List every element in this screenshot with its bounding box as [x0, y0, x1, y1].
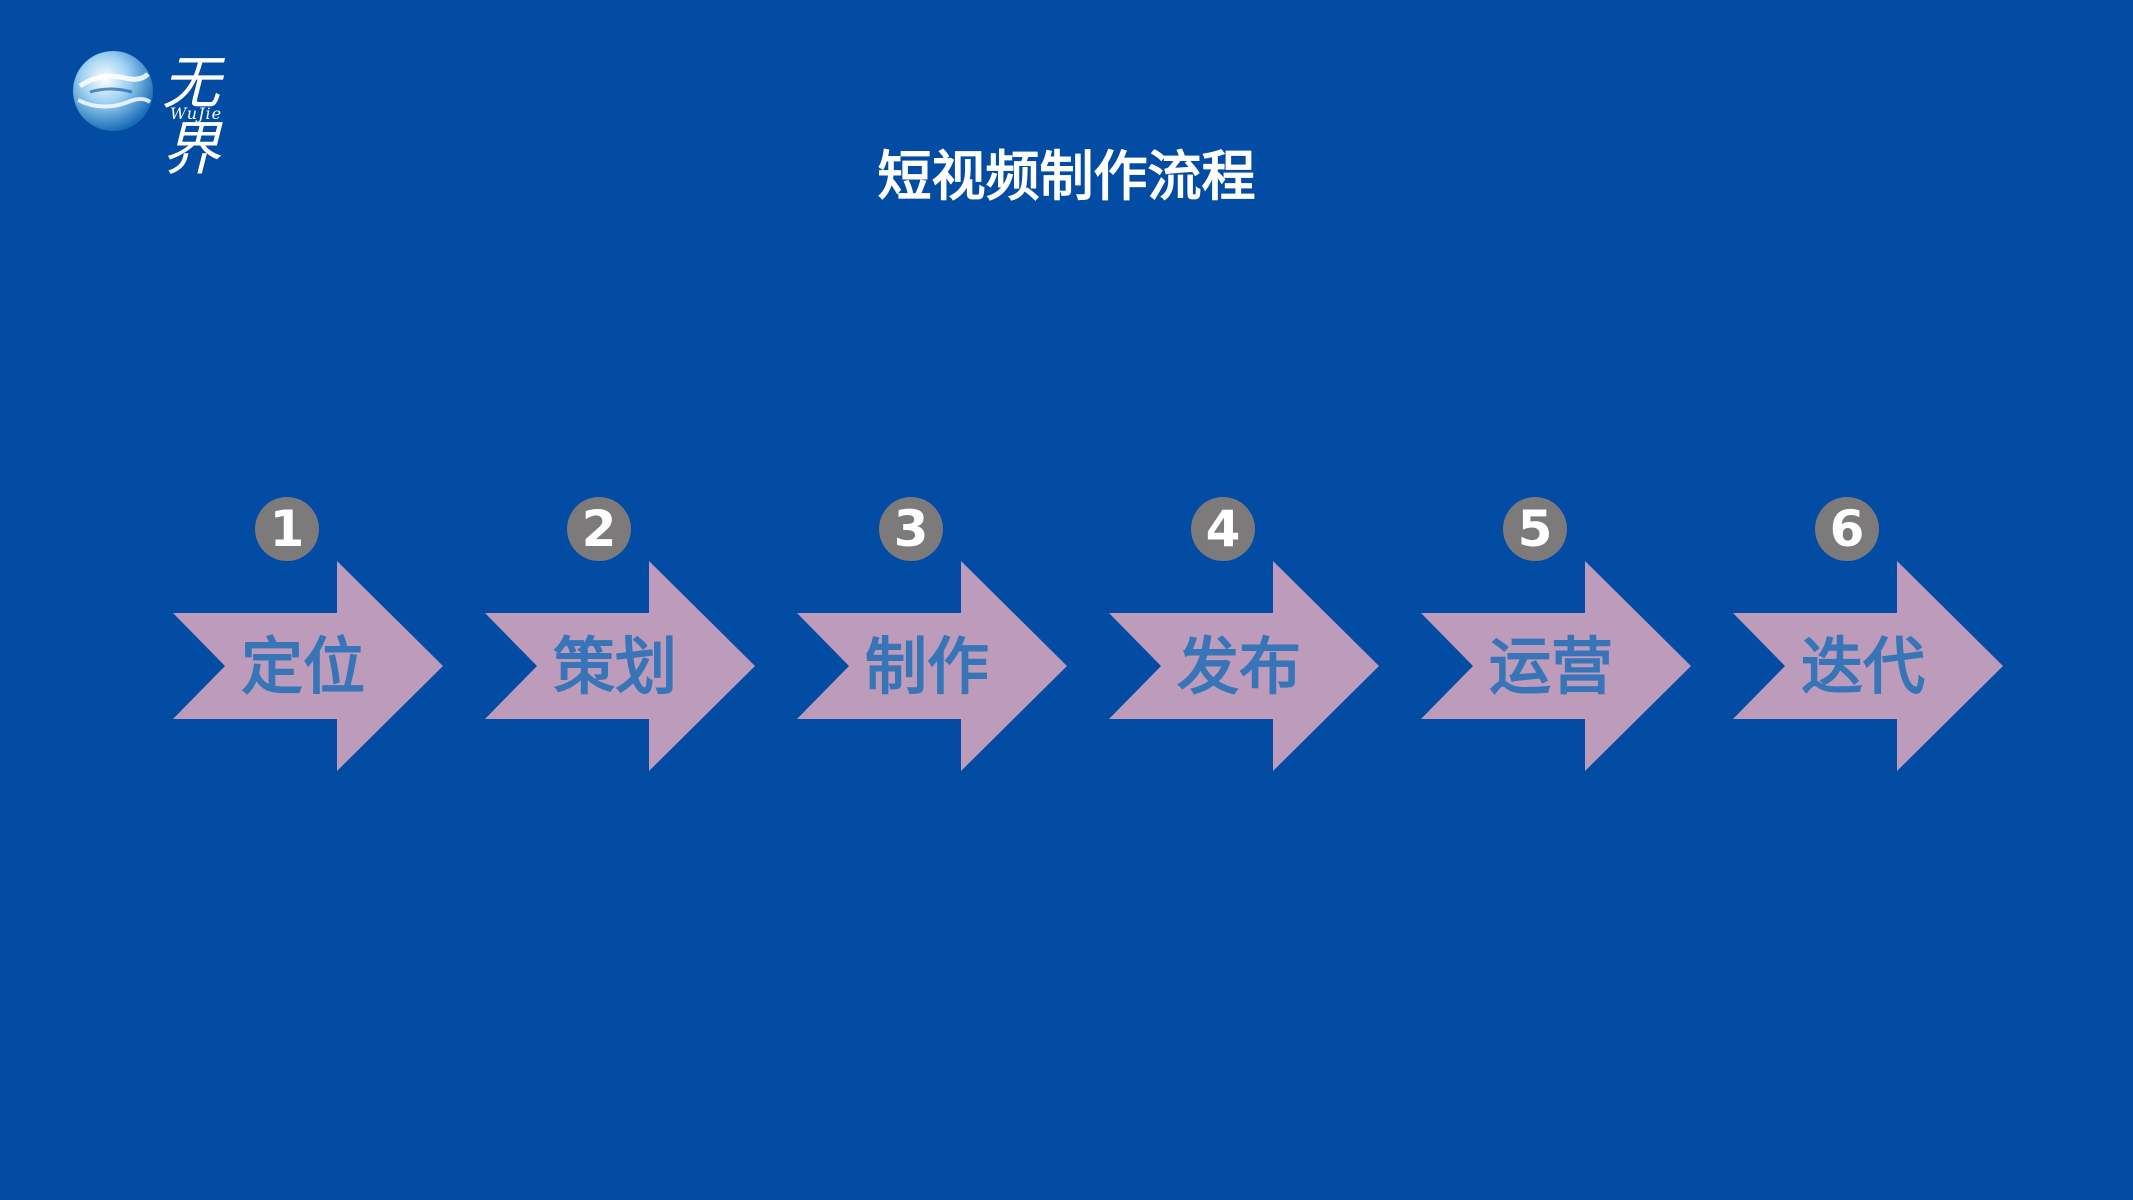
- step-number-badge: 6: [1815, 497, 1879, 561]
- step-label: 策划: [552, 630, 677, 703]
- step-label: 运营: [1488, 630, 1613, 703]
- arrow-shape: [173, 561, 443, 771]
- arrow-shape: [797, 561, 1067, 771]
- step-5: 5 运营: [1421, 495, 1693, 775]
- step-number-badge: 1: [255, 497, 319, 561]
- arrow-shape: [1733, 561, 2003, 771]
- logo-chinese-text: 无界: [162, 49, 223, 183]
- step-label: 定位: [240, 630, 365, 703]
- arrow-shape: [485, 561, 755, 771]
- step-label: 发布: [1176, 630, 1301, 703]
- step-4: 4 发布: [1109, 495, 1381, 775]
- logo: 无界 WuJie: [70, 48, 280, 182]
- step-6: 6 迭代: [1733, 495, 2005, 775]
- arrow-shape: [1109, 561, 1379, 771]
- step-number-badge: 4: [1191, 497, 1255, 561]
- step-label: 制作: [864, 630, 989, 703]
- process-flow: 1 定位 2 策划 3 制作 4 发布 5 运营 6: [0, 495, 2133, 795]
- logo-latin-text: WuJie: [170, 104, 223, 123]
- globe-logo-icon: [73, 51, 153, 131]
- step-number-badge: 2: [567, 497, 631, 561]
- step-number-badge: 5: [1503, 497, 1567, 561]
- page-title: 短视频制作流程: [877, 145, 1256, 208]
- step-2: 2 策划: [485, 495, 757, 775]
- step-number-badge: 3: [879, 497, 943, 561]
- step-1: 1 定位: [173, 495, 445, 775]
- step-label: 迭代: [1800, 630, 1925, 703]
- step-3: 3 制作: [797, 495, 1069, 775]
- arrow-shape: [1421, 561, 1691, 771]
